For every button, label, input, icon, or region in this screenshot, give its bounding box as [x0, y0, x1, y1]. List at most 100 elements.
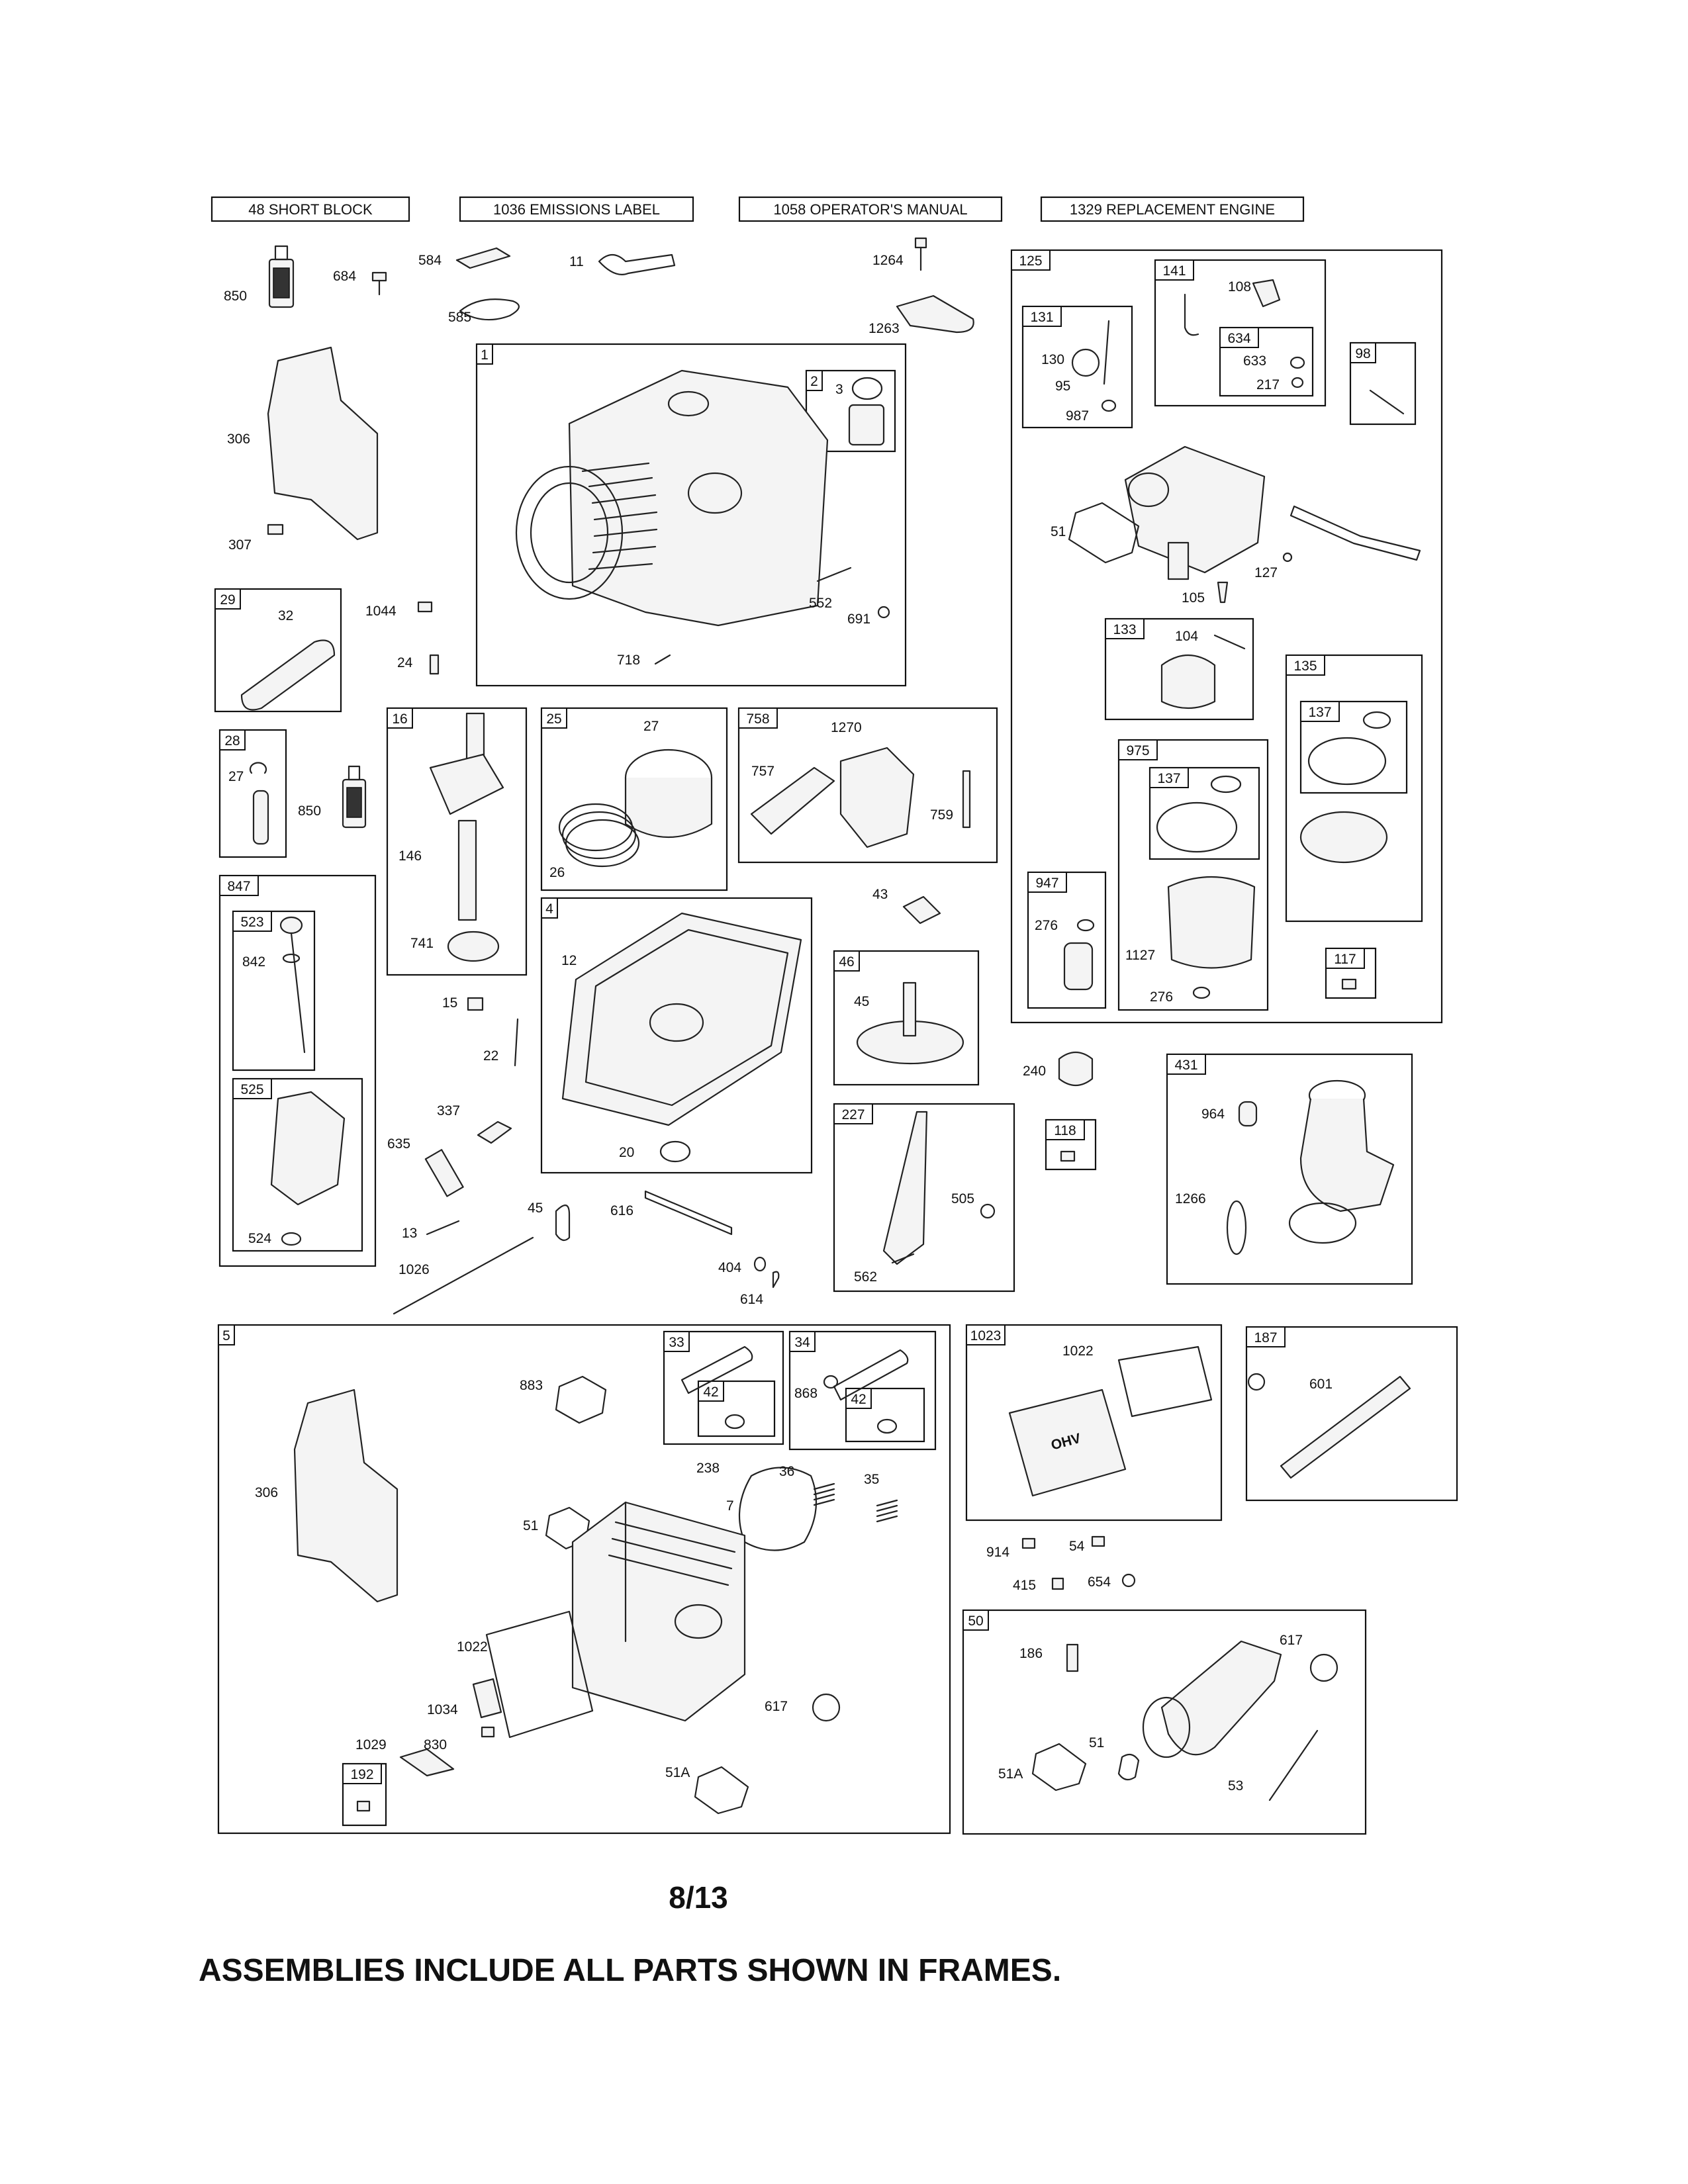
fuel-bowl-icon: [1167, 876, 1256, 969]
frame-42-a: [697, 1380, 776, 1437]
frame-tag-1023: 1023: [970, 1328, 1002, 1343]
fuel-pump-base-icon: [1299, 811, 1388, 864]
frame-tag-227: 227: [841, 1107, 865, 1122]
callout-label: 691: [847, 612, 870, 627]
cam-gear-icon: [856, 981, 964, 1065]
frame-tag-16: 16: [392, 711, 407, 727]
oil-seal-icon: [848, 377, 885, 446]
dowel-pin-icon: [816, 567, 852, 582]
oring-1266-icon: [1226, 1200, 1247, 1255]
callout-label: 146: [399, 848, 422, 864]
fuel-pump-240-icon: [1058, 1051, 1094, 1087]
shroud-306b-icon: [293, 1388, 399, 1603]
stud-53-icon: [1268, 1729, 1319, 1801]
breather-hose-icon: [598, 253, 676, 275]
bolt-562-icon: [891, 1253, 915, 1264]
plug-15-icon: [467, 997, 484, 1011]
frame-975: [1117, 739, 1269, 1011]
seal-868-icon: [823, 1375, 839, 1389]
callout-label: 186: [1019, 1646, 1043, 1661]
frame-tag-523: 523: [240, 915, 263, 930]
callout-label: 7: [726, 1498, 734, 1514]
callout-label: 51: [523, 1518, 538, 1533]
frame-tag-125: 125: [1019, 253, 1042, 269]
screw-117-icon: [1341, 978, 1357, 990]
callout-label: 54: [1069, 1539, 1085, 1554]
callout-label: 914: [986, 1545, 1009, 1560]
sleeve-964-icon: [1238, 1101, 1258, 1127]
screw-54-icon: [1091, 1535, 1105, 1547]
oring-524-icon: [281, 1232, 302, 1246]
callout-label: 617: [765, 1699, 788, 1714]
callout-label: 27: [643, 719, 659, 734]
callout-label: 684: [333, 269, 356, 284]
frame-42-b: [845, 1387, 925, 1443]
header-short-block: 48 SHORT BLOCK: [248, 201, 373, 218]
piston-icon: [558, 749, 713, 868]
part-584-icon: [455, 247, 511, 269]
callout-label: 404: [718, 1260, 741, 1275]
frame-227: [833, 1103, 1015, 1293]
washer-404-icon: [753, 1256, 767, 1272]
screw-684-icon: [371, 271, 387, 296]
lever-141-icon: [1184, 293, 1199, 336]
gasket-upper-icon: [1362, 711, 1391, 729]
frame-16: [386, 707, 528, 976]
screw-13-icon: [426, 1220, 460, 1236]
callout-label: 276: [1035, 918, 1058, 933]
callout-label: 654: [1088, 1574, 1111, 1590]
fitting-186-icon: [1066, 1643, 1079, 1672]
frame-tag-28: 28: [224, 733, 240, 749]
frame-634: [1219, 326, 1314, 397]
callout-label: 584: [418, 253, 442, 268]
callout-label: 240: [1023, 1064, 1046, 1079]
frame-tag-33: 33: [669, 1335, 684, 1350]
callout-label: 830: [424, 1737, 447, 1752]
carb-gasket-icon: [1068, 502, 1140, 564]
callout-label: 36: [779, 1464, 794, 1479]
intake-elbow-icon: [1288, 1079, 1395, 1244]
header-replacement-engine: 1329 REPLACEMENT ENGINE: [1070, 201, 1275, 218]
frame-tag-634: 634: [1227, 331, 1250, 346]
float-130-icon: [1071, 348, 1100, 377]
frame-tag-5: 5: [222, 1328, 230, 1343]
frame-141: [1154, 259, 1327, 407]
callout-label: 22: [483, 1048, 498, 1064]
retaining-clip-icon: [249, 762, 267, 774]
header-operators-manual: 1058 OPERATOR'S MANUAL: [773, 201, 967, 218]
breather-1034-icon: [472, 1678, 502, 1719]
frame-50: [962, 1609, 1367, 1835]
keeper-42a-icon: [724, 1414, 745, 1430]
callout-label: 104: [1175, 629, 1198, 644]
screw-98-icon: [1369, 389, 1405, 415]
fuel-hose-icon: [1289, 505, 1421, 561]
frame-tag-525: 525: [240, 1082, 263, 1097]
tappet-45-icon: [555, 1205, 571, 1242]
callout-label: 614: [740, 1292, 763, 1307]
callout-label: 741: [410, 936, 434, 951]
frame-525: [232, 1077, 363, 1252]
frame-tag-141: 141: [1162, 263, 1186, 279]
nut-505-icon: [980, 1203, 996, 1219]
frame-125: [1010, 249, 1443, 1024]
carburetor-icon: [1124, 445, 1266, 580]
frame-tag-131: 131: [1030, 310, 1053, 325]
gasket-883-icon: [555, 1375, 607, 1424]
callout-label: 617: [1280, 1633, 1303, 1648]
callout-label: 3: [835, 382, 843, 397]
callout-label: 585: [448, 310, 471, 325]
frame-tag-137-lower: 137: [1157, 771, 1180, 786]
crankcase-sump-icon: [561, 912, 802, 1126]
callout-label: 45: [854, 994, 869, 1009]
callout-label: 105: [1182, 590, 1205, 606]
head-gasket-icon: [738, 1467, 818, 1551]
gasket-51c-icon: [1117, 1753, 1140, 1781]
nut-654-icon: [1121, 1573, 1136, 1588]
pin-104-icon: [1213, 634, 1246, 650]
callout-label: 505: [951, 1191, 974, 1206]
frame-33: [663, 1330, 784, 1445]
pushrod-icon: [393, 1236, 534, 1315]
callout-label: 552: [809, 596, 832, 611]
callout-label: 1034: [427, 1702, 458, 1717]
